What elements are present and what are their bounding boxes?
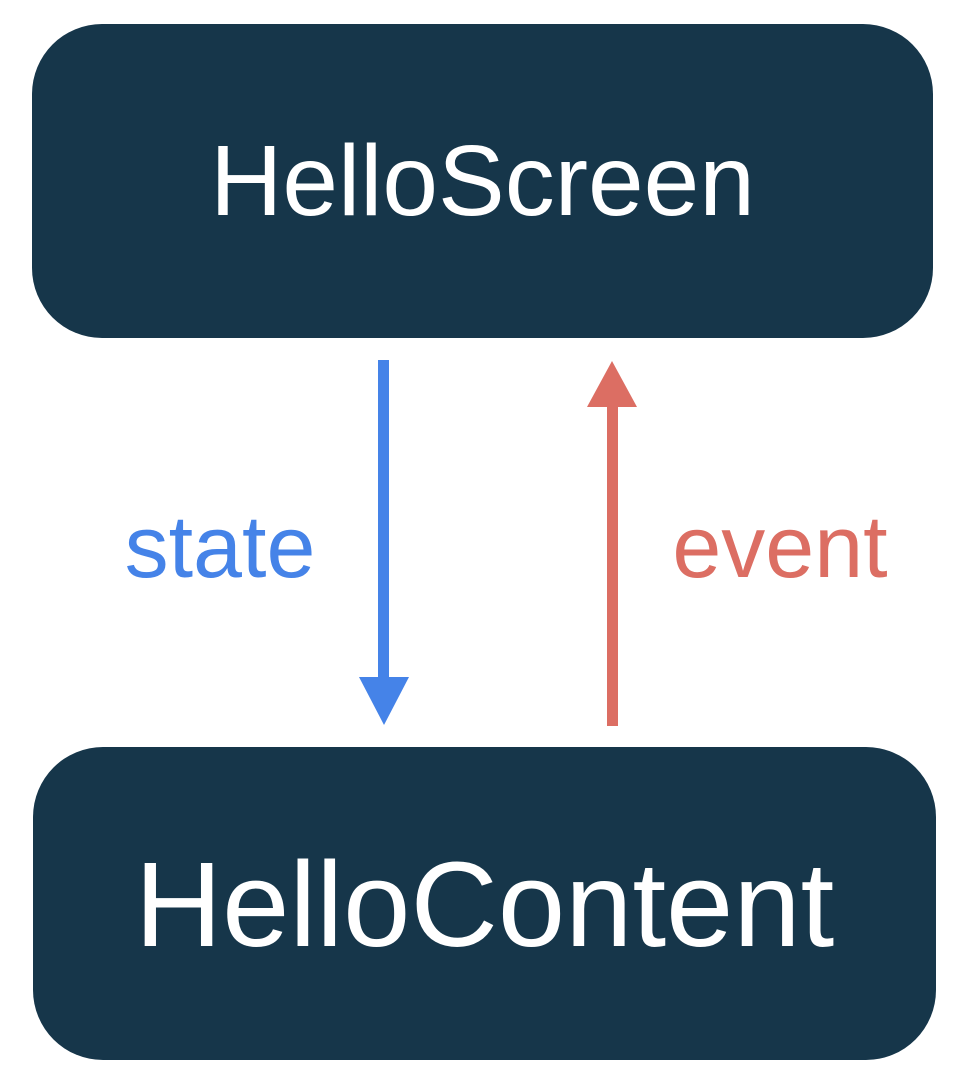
state-arrow-down-icon xyxy=(359,677,409,725)
event-edge-label: event xyxy=(672,497,888,596)
state-edge-label: state xyxy=(124,497,316,596)
hellocontent-node-label: HelloContent xyxy=(134,835,835,972)
helloscreen-node-label: HelloScreen xyxy=(210,124,755,237)
event-arrow-line xyxy=(607,403,618,726)
event-arrow-up-icon xyxy=(587,361,637,407)
helloscreen-node: HelloScreen xyxy=(32,24,933,338)
state-arrow-line xyxy=(378,360,389,685)
hellocontent-node: HelloContent xyxy=(33,747,936,1060)
